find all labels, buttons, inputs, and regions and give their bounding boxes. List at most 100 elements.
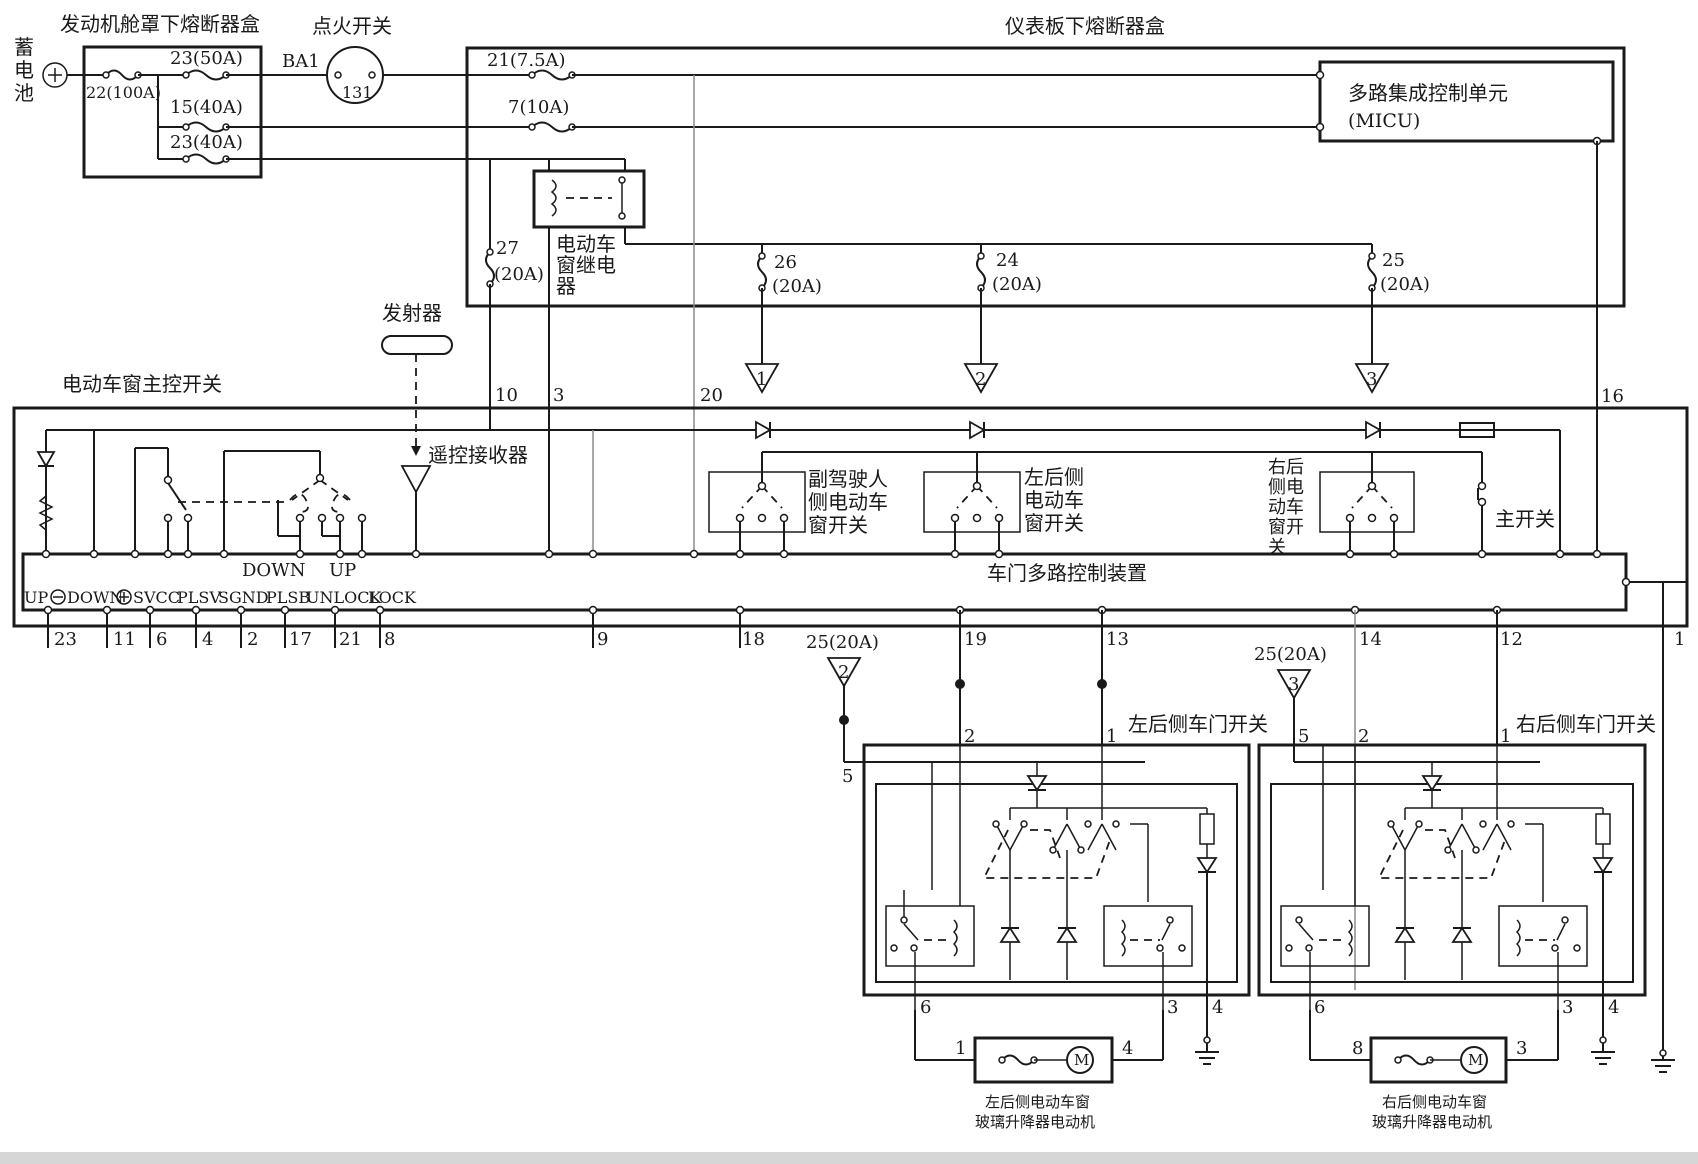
passenger-switch-label-2: 侧电动车	[808, 490, 888, 514]
lm-pin-4: 4	[1122, 1038, 1133, 1059]
fuse-25-number: 25	[1382, 250, 1405, 271]
fuse-27-number: 27	[496, 238, 519, 259]
ld-pin-4: 4	[1212, 997, 1223, 1018]
battery-label-1: 蓄	[14, 35, 34, 59]
right-feed-tag: 3	[1288, 674, 1299, 695]
fuse-24-rating: (20A)	[992, 274, 1042, 295]
pin-10-label: 10	[495, 385, 518, 406]
left-rear-door-switch: 左后侧车门开关 5 2 1	[842, 712, 1268, 1040]
connector-2: 2	[963, 363, 999, 394]
dash-fuse-box-frame	[465, 46, 1626, 308]
right-feed-label: 25(20A)	[1254, 644, 1327, 665]
fuse-24-number: 24	[996, 250, 1019, 271]
term-up: UP	[24, 588, 48, 607]
right-rear-door-switch: 右后侧车门开关 5 2 1	[1257, 712, 1656, 1040]
term-svcc: SVCC	[133, 588, 180, 607]
fuse-26-symbol	[757, 255, 767, 289]
diode-3	[1365, 420, 1382, 440]
pin-8: 8	[384, 629, 395, 650]
mux-top-nodes	[41, 549, 1602, 559]
pin-2: 2	[247, 629, 258, 650]
fuse-21-label: 21(7.5A)	[487, 50, 566, 71]
ld-pin-6: 6	[920, 997, 931, 1018]
term-lock: LOCK	[368, 588, 417, 607]
fuse-23-50a-label: 23(50A)	[170, 48, 243, 69]
left-rear-switch-label-1: 左后侧	[1024, 465, 1084, 489]
right-rear-switch-label-1: 右后	[1268, 457, 1304, 478]
rd-pin-6: 6	[1314, 997, 1325, 1018]
ld-pin-3: 3	[1167, 997, 1178, 1018]
rd-pin-5: 5	[1298, 726, 1309, 747]
term-down: DOWN	[67, 588, 123, 607]
pin-18: 18	[742, 629, 765, 650]
right-door-switch-frame	[1257, 743, 1647, 997]
door-mux-title: 车门多路控制装置	[987, 561, 1147, 585]
left-rear-window-switch	[923, 471, 1021, 533]
ld-pin-5: 5	[842, 766, 853, 787]
right-rear-switch-label-2: 侧电	[1268, 477, 1304, 498]
ld-pin-1: 1	[1106, 726, 1117, 747]
master-switch-frame	[12, 406, 1689, 628]
rd-pin-4: 4	[1608, 997, 1619, 1018]
pin-20-label: 20	[700, 385, 723, 406]
master-switch-title: 电动车窗主控开关	[62, 372, 222, 396]
fuse-7-symbol	[531, 121, 573, 133]
main-switch-label: 主开关	[1495, 507, 1555, 531]
connector-1-label: 1	[756, 369, 767, 390]
engine-fuse-box-title: 发动机舱罩下熔断器盒	[60, 12, 260, 36]
battery-label-2: 电	[14, 58, 34, 82]
transmitter-symbol	[381, 335, 453, 355]
fuse-27-rating: (20A)	[494, 264, 544, 285]
right-rear-switch-label-3: 动车	[1268, 497, 1304, 518]
relay-label-1: 电动车	[556, 232, 616, 256]
connector-3: 3	[1354, 363, 1390, 394]
left-motor-label-1: 左后侧电动车窗	[985, 1093, 1090, 1111]
rm-pin-3: 3	[1516, 1038, 1527, 1059]
right-rear-window-switch	[1319, 471, 1415, 533]
rd-pin-1: 1	[1500, 726, 1511, 747]
bus-resistor	[1459, 422, 1495, 438]
fuse-26-rating: (20A)	[772, 276, 822, 297]
right-feed-connector: 25(20A) 3	[1254, 644, 1327, 763]
relay-label-3: 器	[556, 274, 576, 298]
ignition-switch-title: 点火开关	[312, 14, 392, 38]
pin-3-label: 3	[553, 385, 564, 406]
right-rear-window-motor: M 8 3 右后侧电动车窗 玻璃升降器电动机	[1352, 1036, 1527, 1131]
left-resistor	[38, 495, 54, 531]
pin-1: 1	[1674, 629, 1685, 650]
term-plsv: PLSV	[177, 588, 221, 607]
pin-13: 13	[1106, 629, 1129, 650]
left-motor-label-2: 玻璃升降器电动机	[975, 1113, 1095, 1131]
right-motor-symbol: M	[1468, 1051, 1483, 1069]
relay-label-2: 窗继电	[556, 253, 616, 277]
fuse-25-symbol	[1367, 255, 1377, 289]
dash-fuse-box-title: 仪表板下熔断器盒	[1005, 14, 1165, 38]
ground-left-door	[1195, 1036, 1219, 1065]
down-label: DOWN	[242, 560, 305, 581]
fuse-23-40a-symbol	[185, 153, 227, 165]
remote-receiver-label: 遥控接收器	[428, 443, 528, 467]
micu-title: 多路集成控制单元	[1348, 81, 1508, 105]
micu-abbrev: (MICU)	[1348, 110, 1420, 132]
term-plsb: PLSB	[266, 588, 310, 607]
engine-fuse-box: 发动机舱罩下熔断器盒 22(100A) 23(50A) 15(40A) 23(4…	[60, 12, 263, 179]
ignition-switch: 点火开关 BA1 131	[282, 14, 392, 104]
dash-fuse-box: 仪表板下熔断器盒 21(7.5A) 7(10A) 多路集成控制单元 (MICU)…	[465, 14, 1626, 430]
right-motor-label-2: 玻璃升降器电动机	[1372, 1113, 1492, 1131]
fuse-24-symbol	[976, 255, 986, 289]
term-unlock: UNLOCK	[306, 588, 382, 607]
pin-19: 19	[964, 629, 987, 650]
ba1-label: BA1	[282, 51, 320, 72]
passenger-switch-label-3: 窗开关	[808, 513, 868, 537]
micu-box	[1318, 60, 1615, 143]
door-multiplex-unit: 车门多路控制装置	[21, 552, 1687, 612]
transmitter: 发射器	[381, 301, 453, 456]
fuse-7-label: 7(10A)	[508, 97, 569, 118]
battery: 蓄 电 池	[14, 35, 68, 105]
fuse-26-number: 26	[774, 252, 797, 273]
left-feed-connector: 25(20A) 2	[806, 632, 932, 763]
connector-2-label: 2	[975, 369, 986, 390]
fuse-15-label: 15(40A)	[170, 97, 243, 118]
power-window-relay	[532, 169, 646, 229]
